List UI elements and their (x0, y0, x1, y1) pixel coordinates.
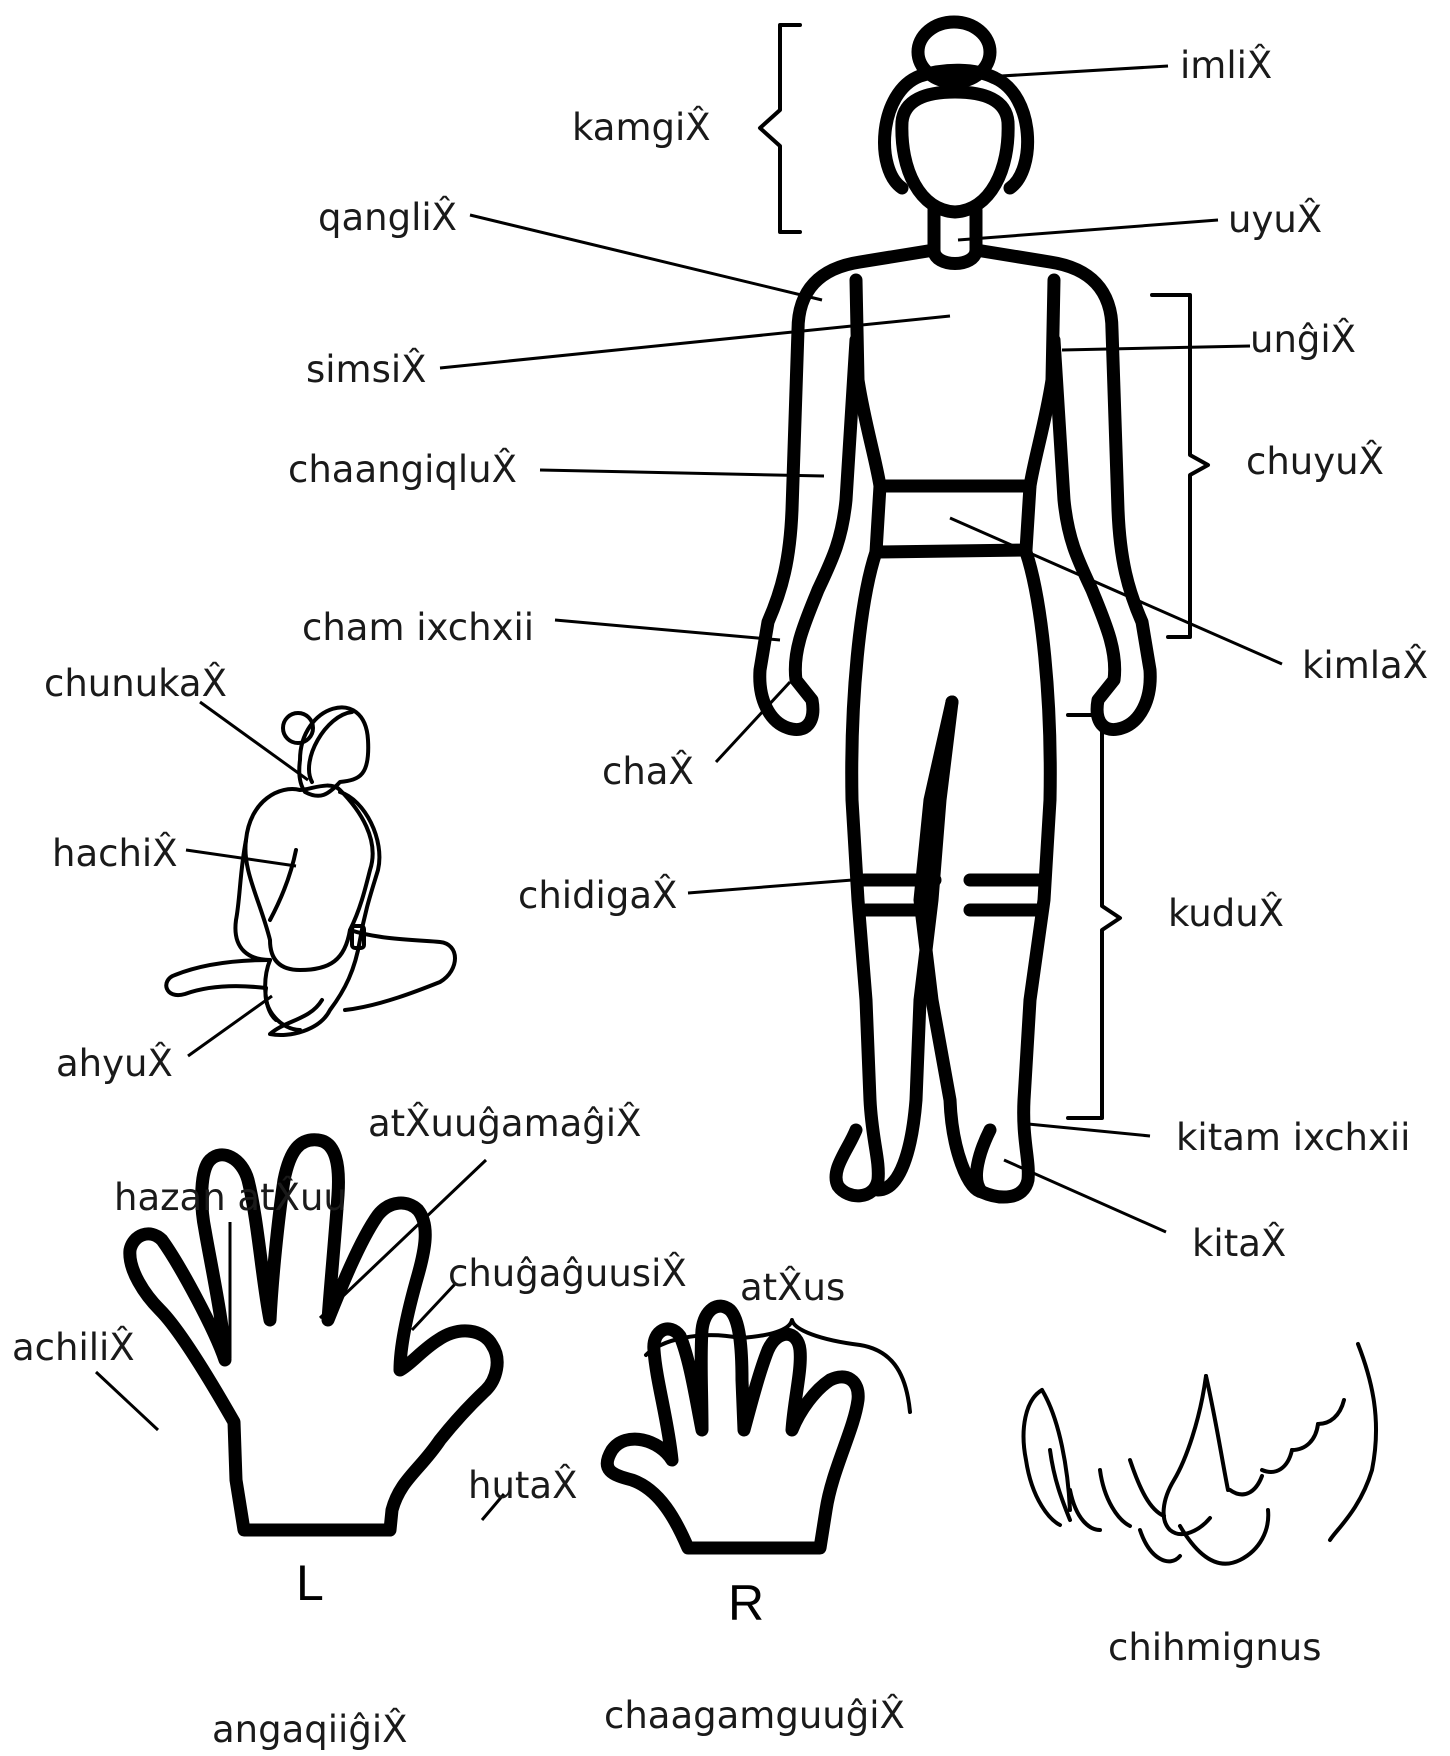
inner-left-leg-line (878, 702, 952, 1190)
label-kudux: kuduX̂ (1168, 891, 1284, 935)
label-atxus: atX̂us (740, 1265, 845, 1309)
label-chaangiqlux: chaangiqluX̂ (288, 447, 517, 491)
label-atxuugamagix: atX̂uuĝamaĝiX̂ (368, 1101, 641, 1145)
face-shape (902, 92, 1008, 212)
right-hand-mark: R (728, 1575, 764, 1631)
sitting-figure (166, 707, 455, 1035)
left-hand-mark: L (296, 1555, 324, 1611)
label-chaagamguugix: chaagamguuĝiX̂ (604, 1693, 905, 1737)
standing-figure (760, 22, 1150, 1197)
torso-left (856, 280, 880, 486)
label-achilix: achiliX̂ (12, 1325, 135, 1369)
label-kamgix: kamgiX̂ (572, 105, 711, 149)
torso-right (1030, 280, 1054, 486)
label-chuyux: chuyuX̂ (1246, 439, 1384, 483)
label-angaqiigix: angaqiiĝiX̂ (212, 1707, 407, 1751)
label-kimlax: kimlaX̂ (1302, 643, 1428, 687)
label-chugaguusix: chuĝaĝuusiX̂ (448, 1251, 687, 1295)
label-ungix: unĝiX̂ (1250, 317, 1356, 361)
label-imlix: imliX̂ (1180, 43, 1272, 87)
label-hachix: hachiX̂ (52, 831, 178, 875)
label-chidigax: chidigaX̂ (518, 873, 677, 917)
label-uyux: uyuX̂ (1228, 197, 1322, 241)
label-kitax: kitaX̂ (1192, 1221, 1286, 1265)
label-qanglix: qangliX̂ (318, 195, 457, 239)
bracket-kudux (1068, 715, 1120, 1118)
label-chunukax: chunukaX̂ (44, 661, 227, 705)
label-chihmignus: chihmignus (1108, 1626, 1322, 1669)
label-cham-ixchxii: cham ixchxii (302, 606, 534, 649)
bracket-kamgix (760, 25, 800, 232)
label-hutax: hutaX̂ (468, 1463, 577, 1507)
label-ahyux: ahyuX̂ (56, 1041, 173, 1085)
label-chax: chaX̂ (602, 749, 694, 793)
right-hand (607, 1306, 858, 1548)
label-hazan-atxuu: hazan atX̂uu (114, 1175, 347, 1219)
label-kitam-ixchxii: kitam ixchxii (1176, 1116, 1410, 1159)
toes-illustration (1024, 1344, 1376, 1564)
label-simsix: simsiX̂ (306, 347, 427, 391)
